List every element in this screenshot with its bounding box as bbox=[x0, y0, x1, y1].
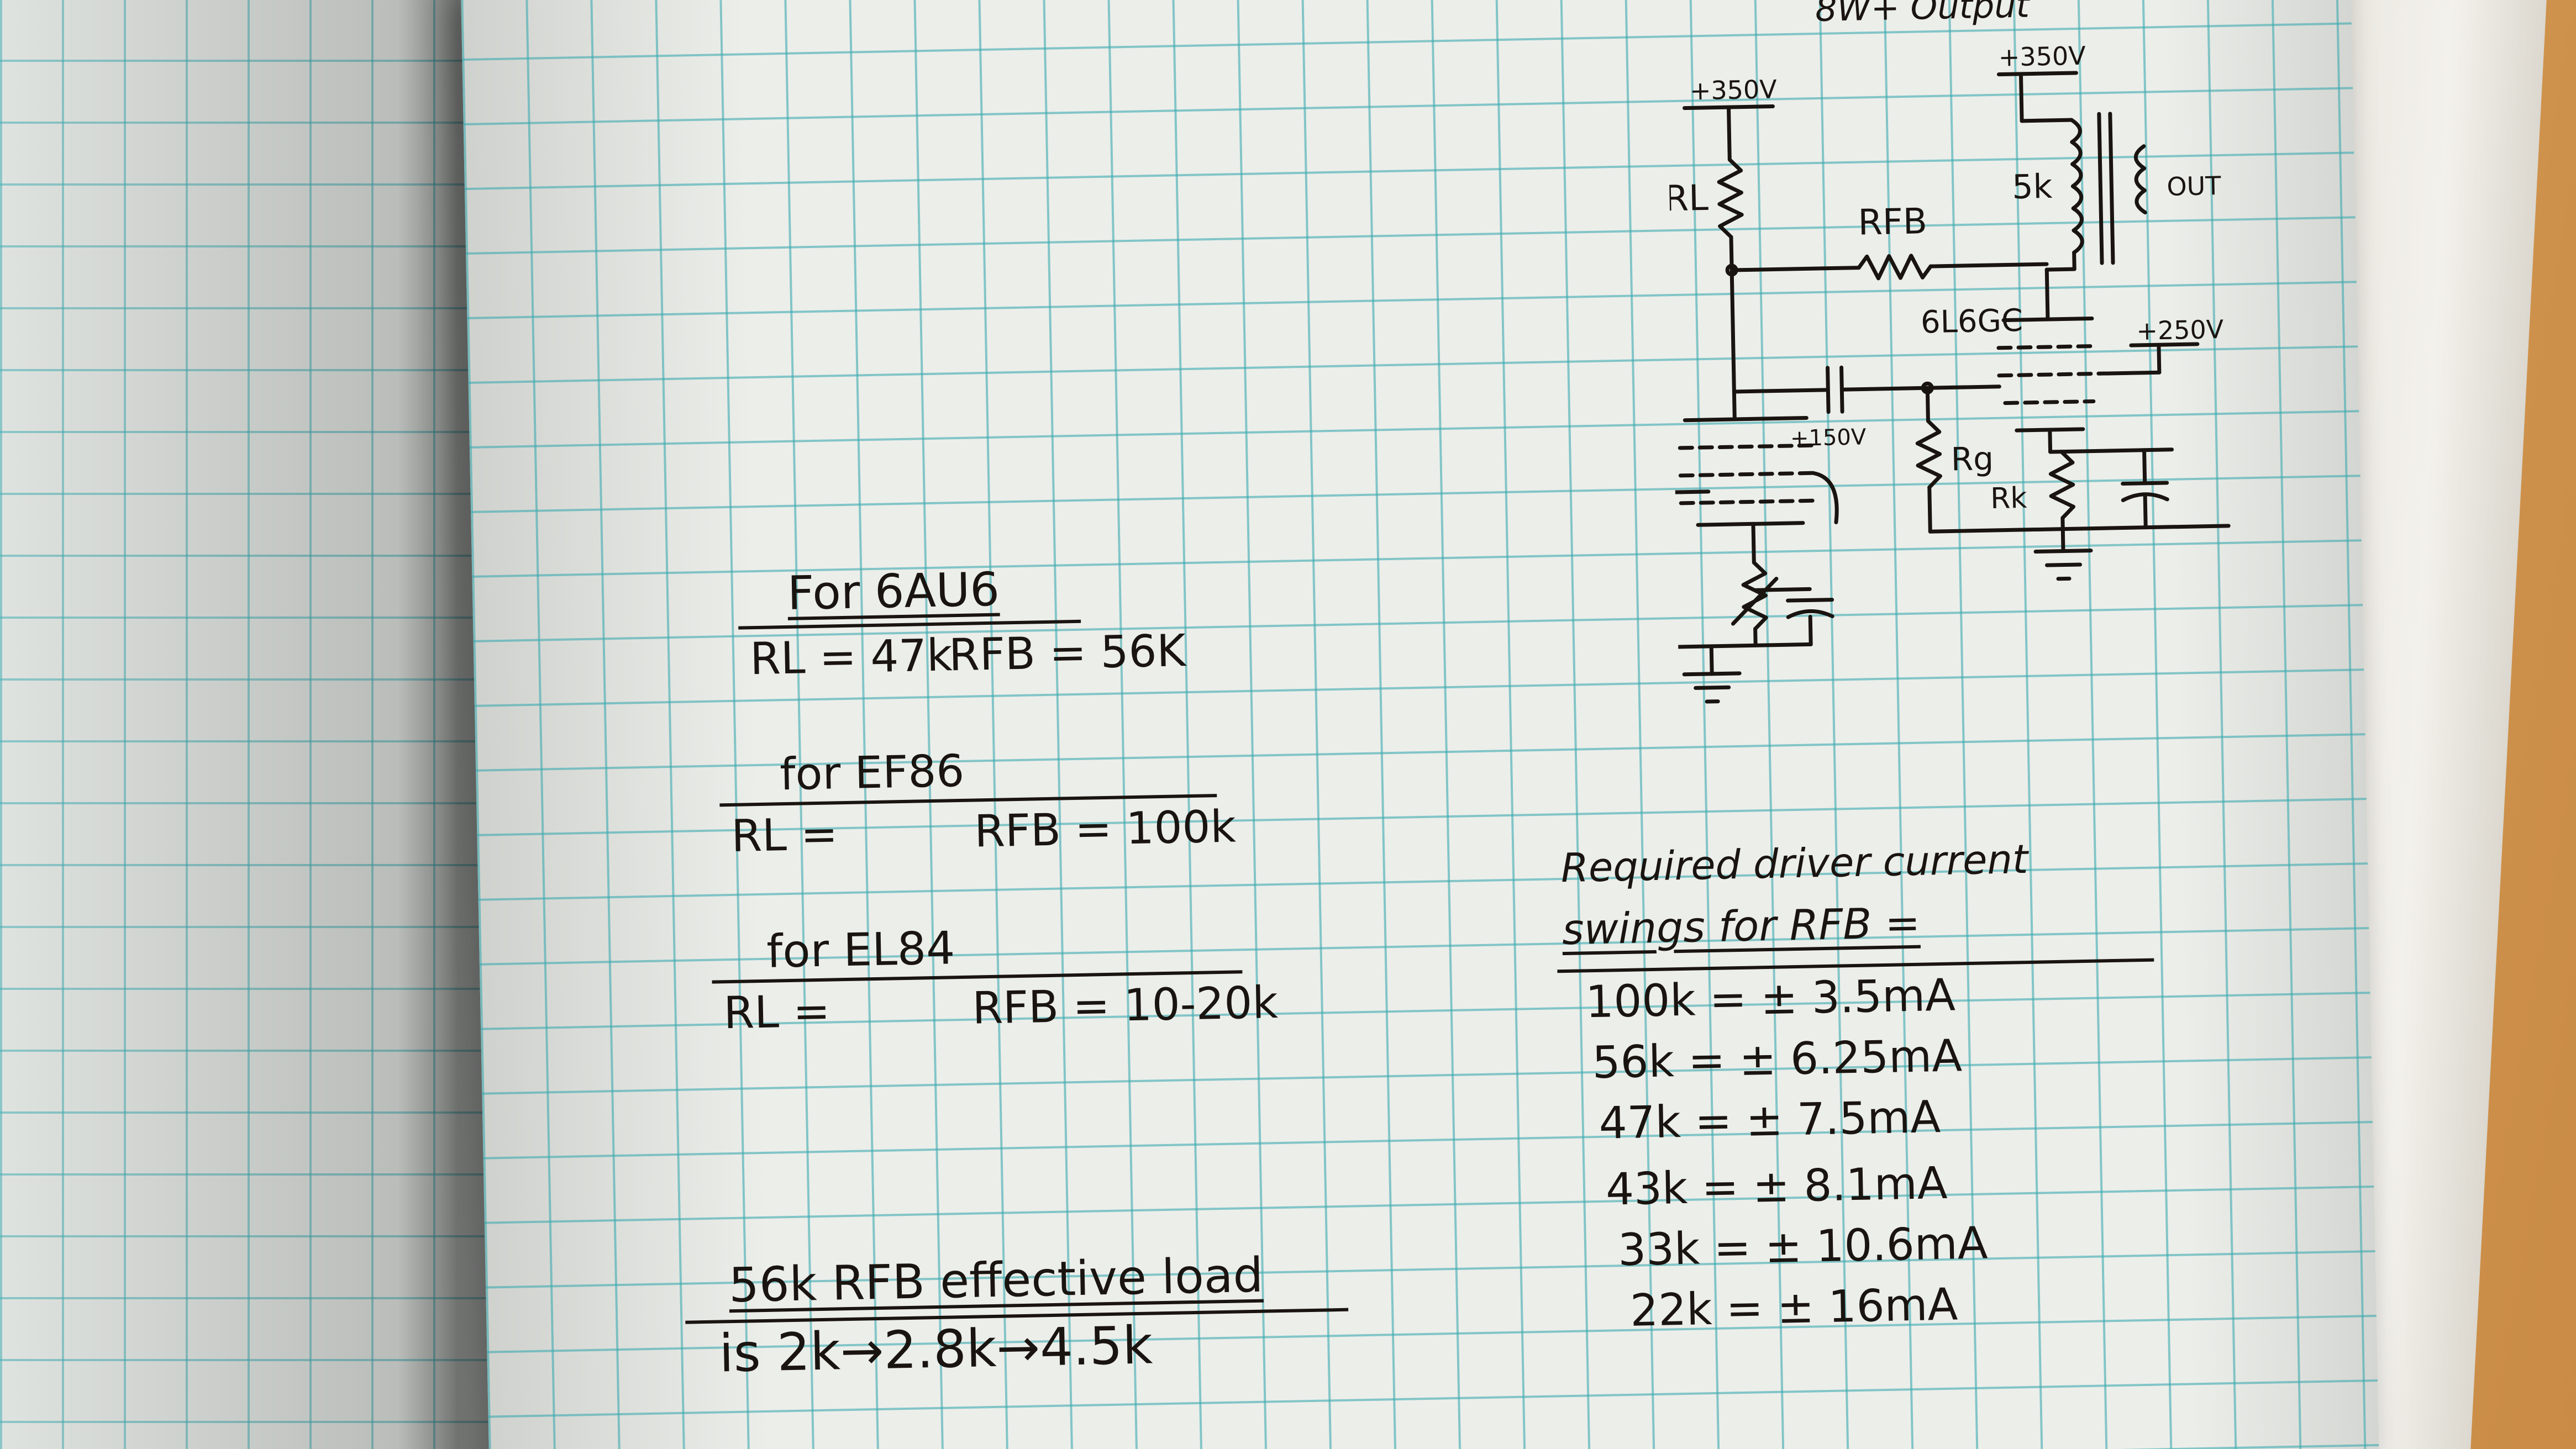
label-primary: 5k bbox=[2012, 167, 2053, 207]
coupling-capacitor-plate bbox=[1826, 366, 1831, 414]
section-6au6-title: For 6AU6 bbox=[787, 562, 1000, 620]
section-el84-rfb: RFB = 10-20k bbox=[971, 977, 1279, 1034]
tube-grid bbox=[2003, 399, 2096, 405]
wire bbox=[2048, 428, 2053, 454]
supply-rail-screen bbox=[2129, 342, 2200, 347]
driver-row: 43k = ± 8.1mA bbox=[1605, 1157, 1948, 1215]
supply-top-right-label: +350V bbox=[1998, 41, 2086, 72]
wire bbox=[2020, 118, 2074, 123]
amplifier-schematic: +350V RL RFB +350V 5k OUT bbox=[1666, 41, 2231, 704]
wire bbox=[1732, 388, 1830, 394]
wire bbox=[1928, 524, 2231, 534]
wire bbox=[2096, 370, 2162, 376]
label-out: OUT bbox=[2167, 171, 2222, 202]
driver-row: 22k = ± 16mA bbox=[1629, 1278, 1958, 1336]
supply-top-left-label: +350V bbox=[1689, 74, 1777, 106]
tube-grid bbox=[1679, 498, 1816, 505]
driver-table-heading-1: Required driver current bbox=[1560, 835, 2028, 892]
wire bbox=[2143, 495, 2148, 530]
driver-row: 100k = ± 3.5mA bbox=[1585, 969, 1956, 1028]
label-rk: Rk bbox=[1990, 482, 2027, 515]
tube-grid bbox=[1997, 371, 2101, 378]
wire bbox=[2142, 448, 2147, 486]
label-rg: Rg bbox=[1951, 440, 1994, 478]
wire bbox=[2048, 447, 2174, 454]
wire bbox=[2072, 250, 2076, 271]
tube-cathode bbox=[1696, 521, 1805, 527]
wire bbox=[1811, 471, 1839, 524]
tube-plate bbox=[1683, 415, 1809, 423]
notebook-left-page bbox=[0, 0, 519, 1449]
label-rfb: RFB bbox=[1858, 201, 1928, 243]
wire bbox=[1752, 587, 1812, 592]
graph-paper-page: 8W+ Output For 6AU6 RL = 47k RFB = 56K f… bbox=[461, 0, 2379, 1449]
wire bbox=[2018, 72, 2024, 123]
wire bbox=[1925, 386, 1930, 423]
transformer-secondary-coil bbox=[2133, 144, 2147, 215]
bypass-capacitor-plate bbox=[2121, 492, 2169, 502]
resistor-rg-symbol bbox=[1915, 419, 1942, 489]
driver-bypass-capacitor-plate bbox=[1786, 609, 1834, 619]
wire bbox=[1726, 105, 1732, 162]
wire bbox=[1839, 384, 2001, 392]
tube-grid bbox=[1678, 443, 1815, 450]
tube-grid bbox=[1996, 344, 2100, 350]
wire bbox=[2044, 267, 2076, 272]
section-ef86-rl: RL = bbox=[730, 808, 838, 862]
variable-resistor-arrow bbox=[1731, 577, 1779, 626]
label-rl: RL bbox=[1666, 178, 1709, 220]
driver-row: 47k = ± 7.5mA bbox=[1598, 1091, 1941, 1149]
wire bbox=[1927, 485, 1932, 534]
wire bbox=[1729, 235, 1736, 394]
section-el84-title: for EL84 bbox=[766, 922, 956, 978]
tube-plate bbox=[2001, 317, 2094, 323]
resistor-rl-symbol bbox=[1717, 157, 1744, 239]
wire bbox=[1751, 521, 1756, 565]
wire bbox=[1709, 644, 1714, 676]
effective-load-heading: 56k RFB effective load bbox=[728, 1247, 1264, 1314]
header-note: 8W+ Output bbox=[1815, 0, 2030, 30]
transformer-primary-coil bbox=[2069, 118, 2084, 255]
driver-bypass-capacitor-plate bbox=[1786, 598, 1834, 603]
bypass-capacitor-plate bbox=[2121, 481, 2169, 486]
ground-symbol bbox=[1694, 685, 1731, 690]
wire bbox=[1666, 642, 1813, 650]
supply-screen-label: +250V bbox=[2136, 314, 2224, 346]
effective-load-value: is 2k→2.8k→4.5k bbox=[718, 1315, 1153, 1384]
tube-grid bbox=[1678, 471, 1815, 478]
wire bbox=[1928, 262, 2049, 268]
transformer-core bbox=[2108, 112, 2115, 265]
driver-row: 33k = ± 10.6mA bbox=[1617, 1217, 1989, 1276]
resistor-driver-cathode-symbol bbox=[1741, 560, 1768, 631]
supply-rail-right bbox=[1996, 71, 2078, 77]
resistor-rk-symbol bbox=[2048, 450, 2075, 520]
section-6au6-rfb: RFB = 56K bbox=[948, 625, 1186, 681]
section-6au6-rl: RL = 47k bbox=[749, 629, 953, 685]
transformer-core bbox=[2097, 112, 2104, 265]
wire bbox=[1729, 266, 1861, 272]
driver-table-heading-2: swings for RFB = bbox=[1562, 898, 1921, 955]
ground-symbol bbox=[2033, 549, 2093, 554]
wire bbox=[2044, 267, 2050, 322]
section-ef86-title: for EF86 bbox=[779, 745, 965, 800]
wire bbox=[1808, 614, 1813, 646]
wire bbox=[1753, 626, 1758, 647]
driver-row: 56k = ± 6.25mA bbox=[1591, 1030, 1963, 1089]
resistor-rfb-symbol bbox=[1857, 254, 1933, 281]
ground-symbol bbox=[1682, 671, 1742, 677]
section-ef86-rfb: RFB = 100k bbox=[974, 800, 1237, 857]
section-el84-rl: RL = bbox=[723, 985, 831, 1039]
